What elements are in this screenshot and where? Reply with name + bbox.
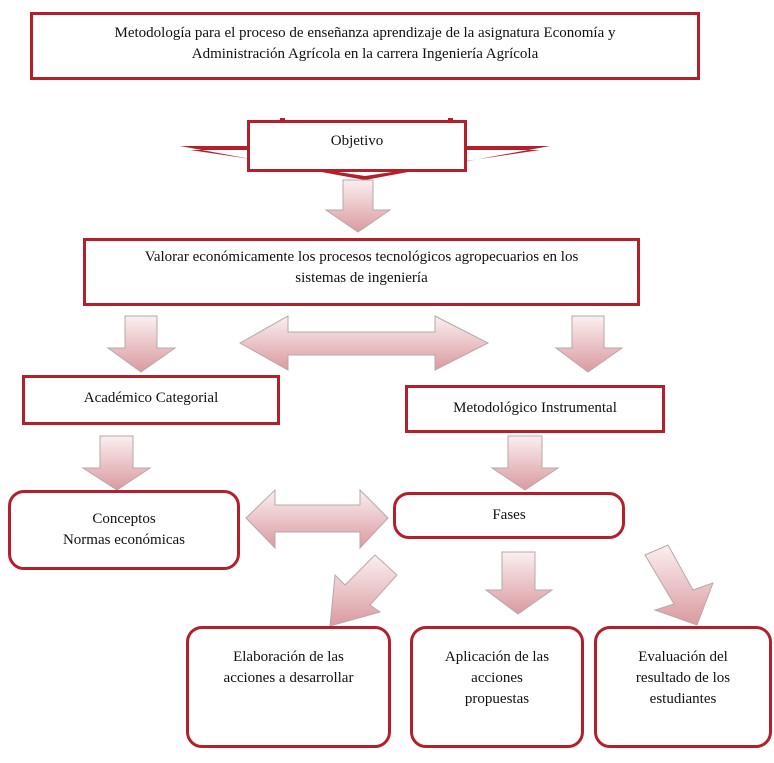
phase-box-elaboration: Elaboración de las acciones a desarrolla… <box>186 626 391 748</box>
methodological-label: Metodológico Instrumental <box>453 400 617 416</box>
objective-label: Objetivo <box>330 132 384 149</box>
academic-box: Académico Categorial <box>22 375 280 425</box>
phase-text: acciones <box>471 670 523 686</box>
down-arrow <box>106 315 177 373</box>
phase-text: estudiantes <box>649 691 717 707</box>
double-arrow <box>238 315 490 371</box>
diagonal-arrow <box>644 544 714 626</box>
title-line-2: Administración Agrícola en la carrera In… <box>191 46 539 62</box>
phase-text: Aplicación de las <box>444 649 550 665</box>
down-arrow <box>490 435 560 491</box>
down-arrow <box>484 551 554 615</box>
down-arrow <box>81 435 152 491</box>
goal-line-1: Valorar económicamente los procesos tecn… <box>144 249 579 265</box>
down-arrow <box>324 179 392 233</box>
phases-label: Fases <box>492 507 526 523</box>
diagonal-arrow <box>329 554 398 627</box>
concepts-line-1: Conceptos <box>92 511 156 527</box>
phase-text: acciones a desarrollar <box>223 670 354 686</box>
title-box: Metodología para el proceso de enseñanza… <box>30 12 700 80</box>
phase-box-evaluation: Evaluación del resultado de los estudian… <box>594 626 772 748</box>
phase-text: Evaluación del <box>638 649 728 665</box>
goal-box: Valorar económicamente los procesos tecn… <box>83 238 640 306</box>
concepts-box: Conceptos Normas económicas <box>8 490 240 570</box>
phase-text: Elaboración de las <box>233 649 344 665</box>
concepts-line-2: Normas económicas <box>62 532 186 548</box>
phase-text: resultado de los <box>635 670 731 686</box>
phases-box: Fases <box>393 492 625 539</box>
title-line-1: Metodología para el proceso de enseñanza… <box>114 25 616 41</box>
goal-line-2: sistemas de ingeniería <box>295 270 428 286</box>
phase-box-application: Aplicación de las acciones propuestas <box>410 626 584 748</box>
methodological-box: Metodológico Instrumental <box>405 385 665 433</box>
double-arrow <box>245 488 389 550</box>
academic-label: Académico Categorial <box>83 390 219 406</box>
down-arrow <box>554 315 624 373</box>
objective-box: Objetivo <box>247 120 467 172</box>
phase-text: propuestas <box>464 691 530 707</box>
